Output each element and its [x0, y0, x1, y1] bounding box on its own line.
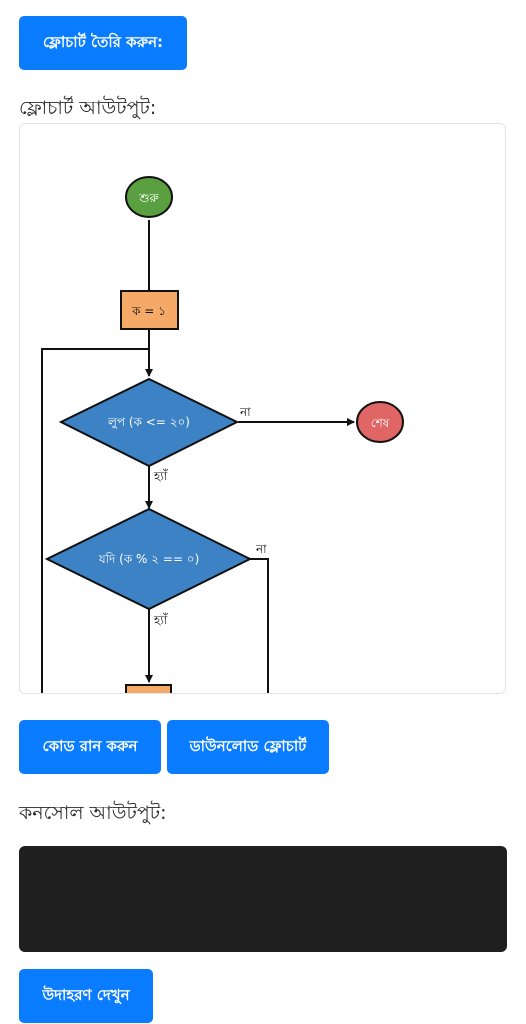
show-example-button[interactable]: উদাহরণ দেখুন [19, 969, 153, 1023]
condition-decision-label: যদি (ক % ২ == ০) [98, 552, 200, 566]
end-node-label: শেষ [371, 416, 390, 430]
end-node [356, 401, 404, 443]
loop-decision-node [58, 377, 240, 468]
console-output-label: কনসোল আউটপুট: [19, 802, 167, 824]
start-node-label: শুরু [138, 191, 159, 205]
loop-yes-label: হ্যাঁ [153, 468, 168, 483]
edge-cond-no [250, 558, 269, 693]
loop-no-label: না [239, 405, 251, 419]
init-process-node [120, 290, 179, 330]
flowchart-diagram: শুরু ক = ১ লুপ (ক <= ২০) না হ্যাঁ শেষ যদ… [41, 176, 404, 693]
loop-decision-label: লুপ (ক <= ২০) [107, 415, 190, 430]
flowchart-canvas: শুরু ক = ১ লুপ (ক <= ২০) না হ্যাঁ শেষ যদ… [19, 123, 506, 694]
edge-loop-back [41, 348, 149, 693]
flowchart-output-label: ফ্লোচার্ট আউটপুট: [19, 97, 157, 119]
console-output-area [19, 846, 507, 952]
download-flowchart-button[interactable]: ডাউনলোড ফ্লোচার্ট [167, 720, 329, 774]
init-process-label: ক = ১ [131, 304, 166, 318]
condition-yes-label: হ্যাঁ [153, 612, 168, 627]
condition-decision-node [44, 507, 253, 611]
next-process-node [125, 684, 172, 693]
start-node [125, 176, 173, 218]
create-flowchart-button[interactable]: ফ্লোচার্ট তৈরি করুন: [19, 16, 187, 70]
condition-no-label: না [255, 542, 267, 556]
run-code-button[interactable]: কোড রান করুন [19, 720, 161, 774]
